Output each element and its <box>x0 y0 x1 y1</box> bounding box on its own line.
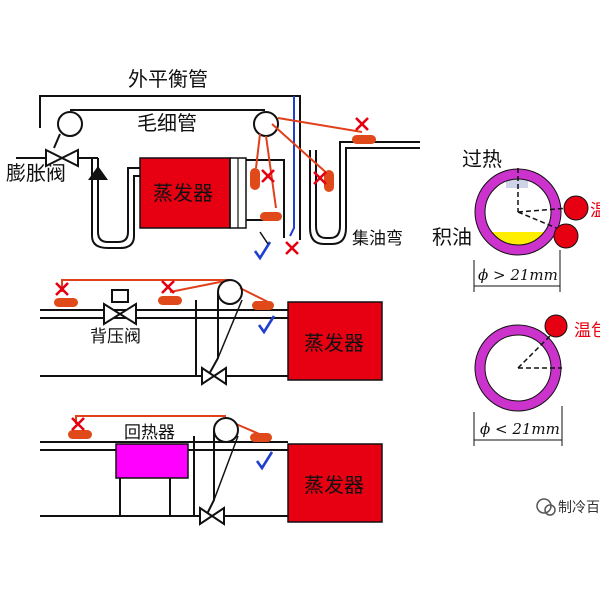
capillary-lead-2 <box>271 123 331 177</box>
cross-section-large: 过热 积油 温 ϕ > 21mm <box>432 147 600 292</box>
suction-line <box>246 159 285 238</box>
watermark: 制冷百 <box>536 498 600 516</box>
wrong-mark-icon <box>284 240 300 256</box>
middle-system: 背压阀 蒸发器 <box>40 279 383 386</box>
bulb-top-2[interactable] <box>324 170 334 192</box>
evaporator-3-label: 蒸发器 <box>304 473 364 497</box>
oil-trap-label: 集油弯 <box>352 229 403 249</box>
bulb-bottom-1[interactable] <box>68 430 92 439</box>
temp-sense-label-2: 温包 <box>574 321 600 341</box>
wechat-icon <box>536 498 552 514</box>
pulley-bottom <box>213 417 239 443</box>
diameter-large-label: ϕ > 21mm <box>478 266 558 284</box>
bulb-top-1[interactable] <box>250 168 260 190</box>
pulley-mid <box>217 279 243 305</box>
pipe-ring-large <box>475 169 561 255</box>
oil-accumulation-label: 积油 <box>432 225 472 249</box>
bulb-top-3[interactable] <box>352 135 376 144</box>
temp-bulb-small[interactable] <box>544 314 568 338</box>
capillary-lead-3 <box>277 117 363 133</box>
evaporator-3 <box>287 443 383 523</box>
expansion-valve[interactable] <box>16 148 98 168</box>
capillary-tube-label: 毛细管 <box>137 111 197 135</box>
liquid-line-u <box>97 158 140 243</box>
wrong-mark-icon <box>160 279 176 295</box>
evaporator-1-label: 蒸发器 <box>153 181 213 205</box>
bulb-mid-1[interactable] <box>54 298 78 307</box>
flow-arrow-icon <box>88 166 108 180</box>
pipe-ring-small <box>475 325 561 411</box>
bulb-mid-3[interactable] <box>252 301 274 310</box>
correct-mark-icon <box>255 450 274 470</box>
temp-sense-label-1: 温 <box>590 201 600 221</box>
bulb-mid-2[interactable] <box>158 296 182 305</box>
bulb-top-4[interactable] <box>260 212 282 221</box>
top-system: 外平衡管 毛细管 膨胀阀 蒸发器 集油弯 <box>6 67 420 260</box>
capillary-pulley-left <box>57 111 83 137</box>
evaporator-2-label: 蒸发器 <box>304 331 364 355</box>
capillary-lead-1 <box>255 133 261 169</box>
regenerator-label: 回热器 <box>124 423 175 443</box>
superheat-label: 过热 <box>462 147 502 171</box>
outer-balance-pipe-label: 外平衡管 <box>128 67 208 91</box>
bulb-bottom-2[interactable] <box>250 433 272 442</box>
bottom-system: 回热器 蒸发器 <box>40 415 383 526</box>
back-pressure-valve[interactable] <box>103 289 137 326</box>
expansion-valve-label: 膨胀阀 <box>6 161 66 185</box>
mid-lower-valve[interactable] <box>201 366 227 386</box>
capillary-pulley-right <box>253 111 279 137</box>
temp-bulb-lower[interactable] <box>553 223 579 249</box>
diameter-small-label: ϕ < 21mm <box>480 420 560 438</box>
temp-bulb-upper[interactable] <box>563 195 589 221</box>
regenerator <box>115 443 189 479</box>
wrong-mark-icon <box>70 416 86 432</box>
bottom-lower-valve[interactable] <box>199 506 225 526</box>
oil-trap[interactable] <box>309 147 420 245</box>
wrong-mark-icon <box>354 116 370 132</box>
correct-mark-icon <box>253 240 272 260</box>
outer-balance-pipe <box>39 95 301 240</box>
balance-pipe-blue <box>289 96 295 237</box>
watermark-text: 制冷百 <box>558 500 600 516</box>
cross-section-small: 温包 ϕ < 21mm <box>473 314 600 446</box>
back-pressure-valve-label: 背压阀 <box>90 327 141 347</box>
evaporator-2 <box>287 301 383 381</box>
vapor-layer <box>506 179 528 188</box>
